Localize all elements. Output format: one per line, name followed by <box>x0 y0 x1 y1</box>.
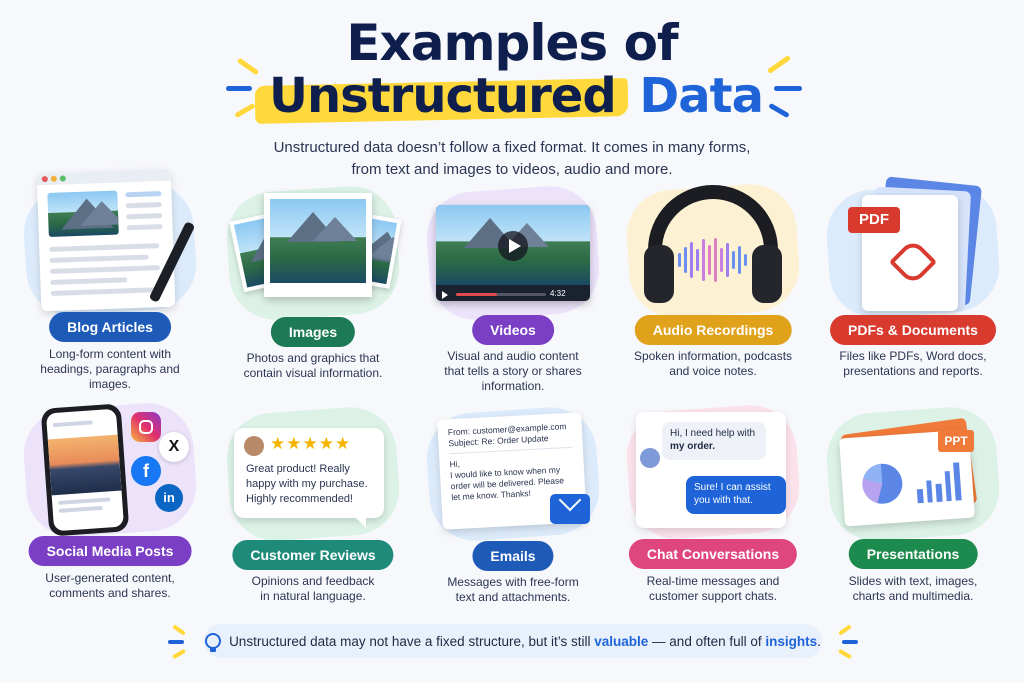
photo-icon <box>218 175 408 325</box>
instagram-icon <box>131 412 161 442</box>
bar-chart-icon <box>915 460 962 504</box>
page-title: Examples of <box>346 14 678 72</box>
title-accent: Data <box>639 68 764 124</box>
card-description: Slides with text, images,charts and mult… <box>848 574 978 603</box>
card-description: Files like PDFs, Word docs,presentations… <box>839 349 987 378</box>
card-presentations: PPT Presentations Slides with text, imag… <box>818 398 1008 608</box>
avatar <box>244 436 264 456</box>
card-description: User-generated content,comments and shar… <box>45 571 175 600</box>
pie-chart-icon <box>860 462 904 506</box>
envelope-icon <box>550 494 590 524</box>
card-label: Videos <box>472 315 554 345</box>
lightbulb-icon <box>205 633 222 652</box>
card-label: PDFs & Documents <box>830 315 996 345</box>
card-pdfs-documents: PDF PDFs & Documents Files like PDFs, Wo… <box>818 175 1008 395</box>
card-label: Chat Conversations <box>628 539 798 569</box>
card-label: Emails <box>472 541 554 571</box>
x-icon: X <box>159 432 189 462</box>
intro-text: Unstructured data doesn’t follow a fixed… <box>273 139 751 178</box>
title-highlight: Unstructured <box>261 68 624 124</box>
review-icon: ★★★★★ Great product! Really happy with m… <box>218 398 408 548</box>
footer-note: Unstructured data may not have a fixed s… <box>204 624 822 658</box>
facebook-icon: f <box>131 456 161 486</box>
headphones-icon <box>618 175 808 325</box>
page-title-line2: Unstructured Data <box>0 68 1024 124</box>
presentation-icon: PPT <box>818 398 1008 548</box>
card-label: Presentations <box>848 539 978 569</box>
avatar <box>640 448 660 468</box>
video-player-icon: 4:32 <box>418 175 608 325</box>
pdf-icon: PDF <box>818 175 1008 325</box>
card-chat-conversations: Hi, I need help with my order. Sure! I c… <box>618 398 808 608</box>
card-label: Customer Reviews <box>232 540 394 570</box>
card-audio-recordings: Audio Recordings Spoken information, pod… <box>618 175 808 395</box>
card-label: Images <box>270 317 356 347</box>
email-icon: From: customer@example.com Subject: Re: … <box>418 398 608 548</box>
card-emails: From: customer@example.com Subject: Re: … <box>418 398 608 608</box>
document-icon <box>15 168 205 325</box>
linkedin-icon: in <box>155 484 183 512</box>
card-label: Audio Recordings <box>634 315 792 345</box>
play-icon <box>498 231 528 261</box>
star-rating-icon: ★★★★★ <box>270 434 352 453</box>
card-label: Social Media Posts <box>28 536 192 566</box>
sound-wave-icon <box>678 235 750 285</box>
card-social-media-posts: X f in Social Media Posts User-generated… <box>15 398 205 608</box>
smartphone-icon: X f in <box>15 398 205 548</box>
chat-icon: Hi, I need help with my order. Sure! I c… <box>618 398 808 548</box>
card-label: Blog Articles <box>49 312 171 342</box>
card-customer-reviews: ★★★★★ Great product! Really happy with m… <box>218 398 408 608</box>
